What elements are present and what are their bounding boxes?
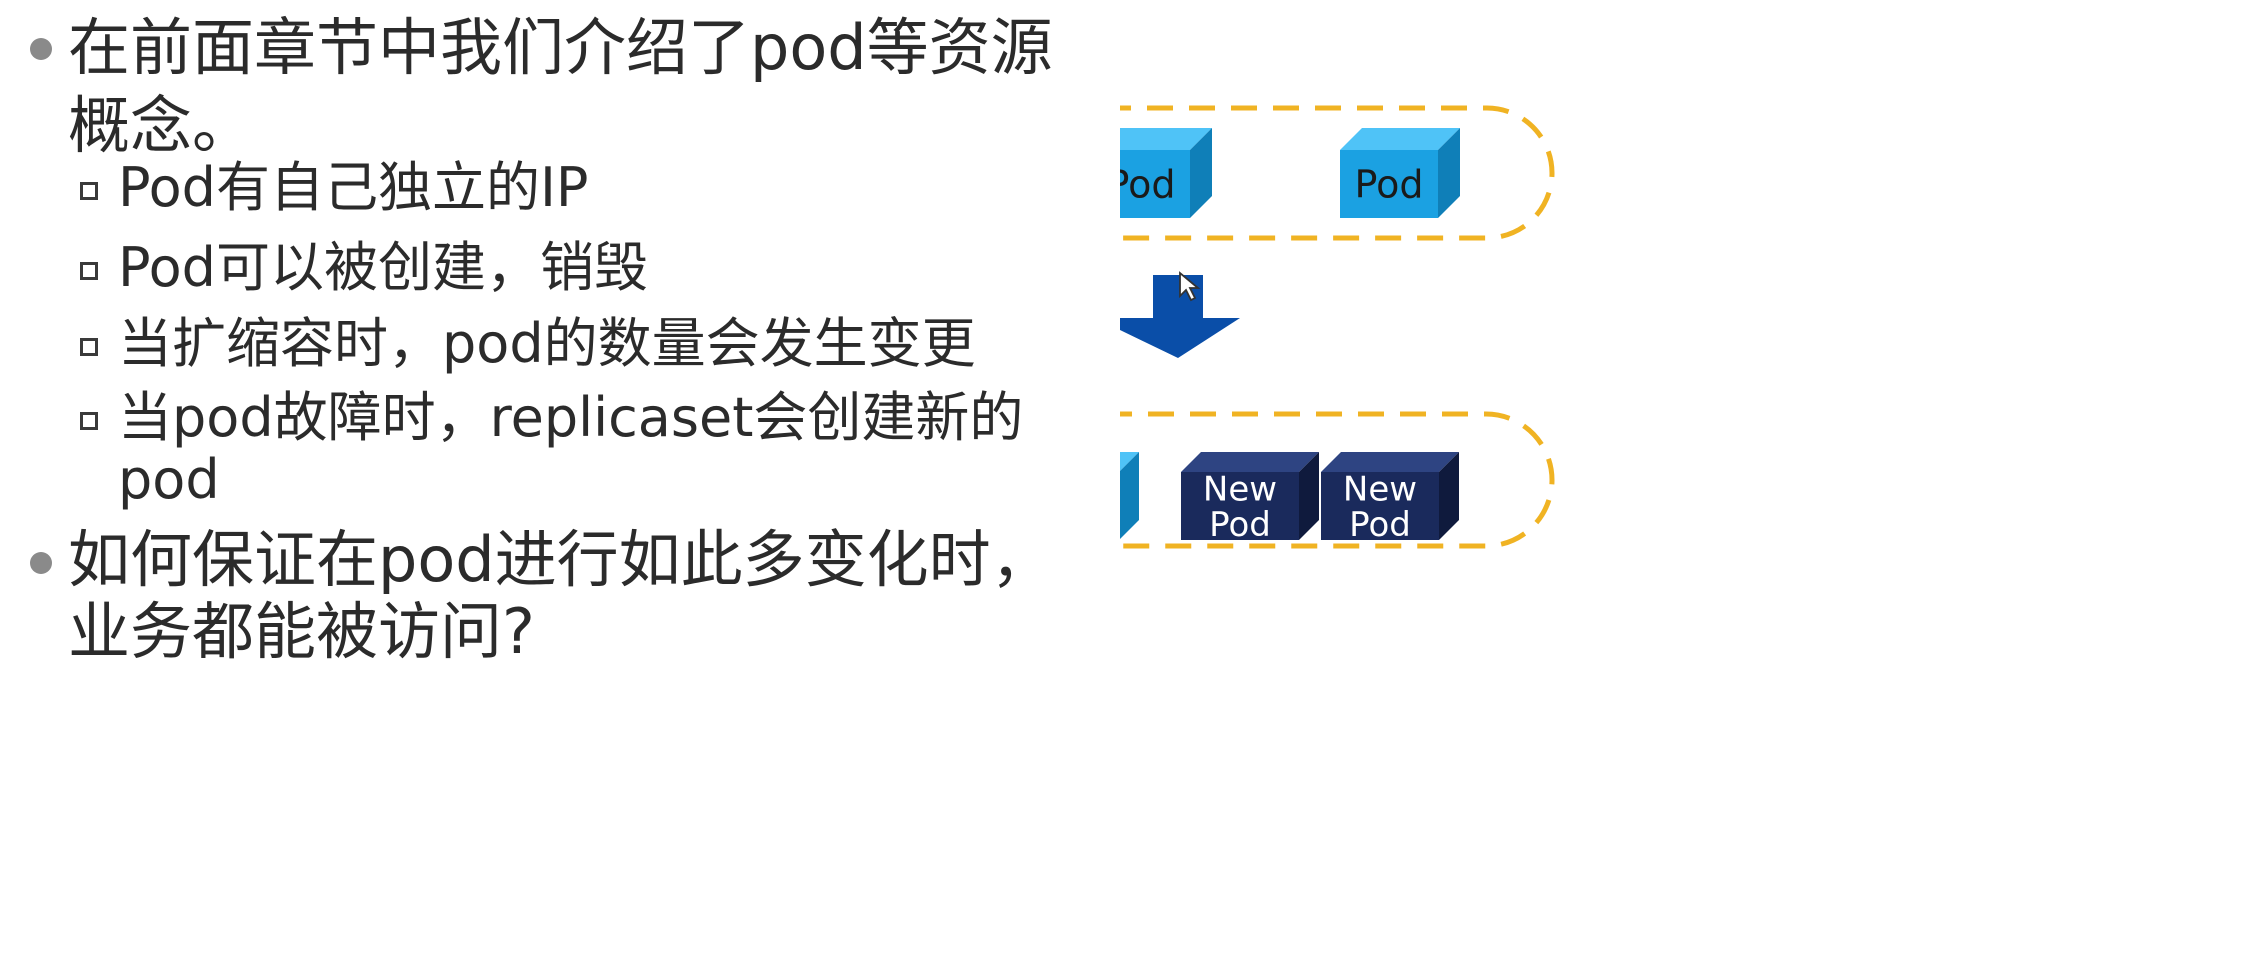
pod-cube-after-2-side-face [1120,452,1139,539]
pod-cube-before-3-side-face [1438,128,1460,218]
pod-cube-before-3-label: Pod [1355,163,1424,207]
pod-cube-after-3-label: Pod [1209,505,1271,545]
pod-cube-after-4-front-face [1321,472,1439,540]
sub-marker-3 [80,338,98,356]
pod-cube-before-2-side-face [1190,128,1212,218]
pod-cube-after-2: Pod [1120,452,1139,539]
sub-marker-4 [80,412,98,430]
bullet-1-line-2: 概念。 [68,89,255,162]
pod-cube-before-2-label: Pod [1120,163,1175,207]
pod-cube-after-3-front-face [1181,472,1299,540]
pod-cube-before-2-front-face [1120,150,1190,218]
down-arrow-icon [1120,275,1240,358]
bullet-dot-1 [30,38,52,60]
pod-cube-before-3: Pod [1340,128,1460,218]
sub-item-2: Pod可以被创建，销毁 [118,236,648,299]
group-after-pods: PodPodNewPodNewPod [1120,452,1459,545]
sub-item-4-line-1: 当pod故障时，replicaset会创建新的 [118,386,1024,449]
pod-cube-after-4-side-face [1439,452,1459,540]
pod-cube-before-2-top-face [1120,128,1212,150]
sub-item-4-line-2: pod [118,448,220,511]
bullet-dot-2 [30,552,52,574]
slide-text-column: 在前面章节中我们介绍了pod等资源 概念。 Pod有自己独立的IP Pod可以被… [0,0,1120,969]
pod-cube-before-3-top-face [1340,128,1460,150]
pod-cube-after-4-top-face [1321,452,1459,472]
pod-cube-before-3-front-face [1340,150,1438,218]
mouse-cursor-icon [1179,271,1201,302]
pod-diagram-svg: PodPodPod PodPodNewPodNewPod [1120,105,1555,549]
sub-item-3: 当扩缩容时，pod的数量会发生变更 [118,312,976,375]
sub-item-1: Pod有自己独立的IP [118,156,589,219]
sub-marker-1 [80,182,98,200]
pod-cube-after-3-side-face [1299,452,1319,540]
group-before-border [1120,105,1555,241]
pod-cube-after-4-label: New [1343,469,1417,509]
bullet-2-line-1: 如何保证在pod进行如此多变化时， [68,523,1053,596]
pod-diagram: PodPodPod PodPodNewPodNewPod [1120,0,2262,969]
group-after-border [1120,411,1555,549]
pod-cube-after-4-label: Pod [1349,505,1411,545]
pod-cube-before-2: Pod [1120,128,1212,218]
pod-cube-after-3-top-face [1181,452,1319,472]
sub-marker-2 [80,262,98,280]
pod-cube-after-3-label: New [1203,469,1277,509]
bullet-1-line-1: 在前面章节中我们介绍了pod等资源 [68,11,1053,84]
group-before-pods: PodPodPod [1120,128,1460,218]
bullet-2-line-2: 业务都能被访问? [68,595,535,668]
